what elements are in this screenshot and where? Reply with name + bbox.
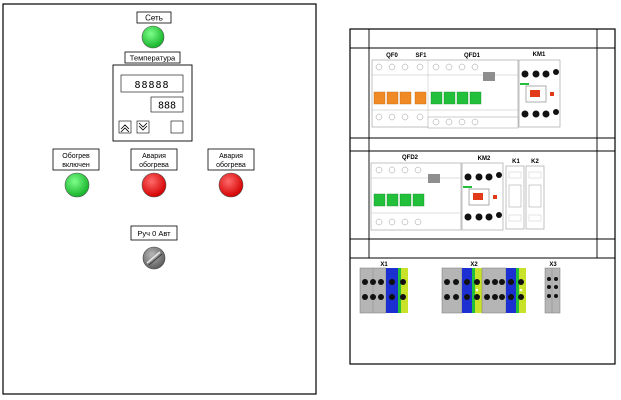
thermostat-display-bottom-value: 888 xyxy=(158,101,176,112)
heating-fault-2-lamp xyxy=(218,172,244,198)
km1-label: KM1 xyxy=(533,52,546,58)
heating-fault-indicator-2: Авария обогрева xyxy=(207,148,255,198)
breaker-row-2 xyxy=(370,162,462,231)
thermostat-up-button[interactable] xyxy=(118,120,132,134)
qf0-label: QF0 xyxy=(386,53,398,59)
heating-fault-1-label-1: Авария xyxy=(142,153,166,160)
thermostat-down-button[interactable] xyxy=(136,120,150,134)
heating-fault-2-label-1: Авария xyxy=(219,153,243,160)
x1-label: X1 xyxy=(380,262,388,268)
terminal-block-x2 xyxy=(441,267,526,314)
k2-label: K2 xyxy=(531,159,539,165)
qfd1-label: QFD1 xyxy=(464,53,481,59)
km2-label: KM2 xyxy=(478,156,491,162)
terminal-block-x1 xyxy=(359,267,408,314)
k1-label: K1 xyxy=(512,159,520,165)
power-lamp xyxy=(141,25,165,49)
heating-on-indicator: Обогрев включен xyxy=(52,148,100,198)
thermostat-set-button[interactable] xyxy=(170,120,184,134)
thermostat-display-bottom xyxy=(150,96,184,113)
x3-label: X3 xyxy=(549,262,557,268)
contactor-km2 xyxy=(461,162,504,231)
contactor-km1 xyxy=(518,59,561,128)
power-indicator: Сеть xyxy=(136,11,172,49)
thermostat-label: Температура xyxy=(130,54,176,63)
mode-selector[interactable]: Руч 0 Авт xyxy=(130,225,178,270)
sf1-label: SF1 xyxy=(415,53,427,59)
terminal-block-x3 xyxy=(544,267,561,314)
heating-fault-2-label-2: обогрева xyxy=(216,161,246,169)
heating-fault-1-label-2: обогрева xyxy=(139,161,169,169)
heating-fault-indicator-1: Авария обогрева xyxy=(130,148,178,198)
breaker-row-1-screws xyxy=(375,63,479,126)
x2-label: X2 xyxy=(470,262,478,268)
heating-fault-1-lamp xyxy=(141,172,167,198)
heating-on-lamp xyxy=(64,172,90,198)
heating-on-label-1: Обогрев xyxy=(62,152,90,160)
heating-on-label-2: включен xyxy=(62,162,90,169)
breaker-row-2-handles xyxy=(373,193,425,207)
breaker-row-2-screws xyxy=(375,166,422,226)
relay-k1 xyxy=(505,165,525,230)
mode-selector-label: Руч 0 Авт xyxy=(137,229,171,238)
thermostat-display-top xyxy=(120,74,184,93)
thermostat-controller: Температура 88888 888 xyxy=(112,51,193,142)
qfd2-label: QFD2 xyxy=(402,155,419,161)
breaker-row-1 xyxy=(371,59,519,129)
thermostat-display-top-value: 88888 xyxy=(134,80,169,91)
power-label: Сеть xyxy=(145,14,163,23)
relay-k2 xyxy=(525,165,545,230)
breaker-row-1-handles xyxy=(373,91,482,105)
